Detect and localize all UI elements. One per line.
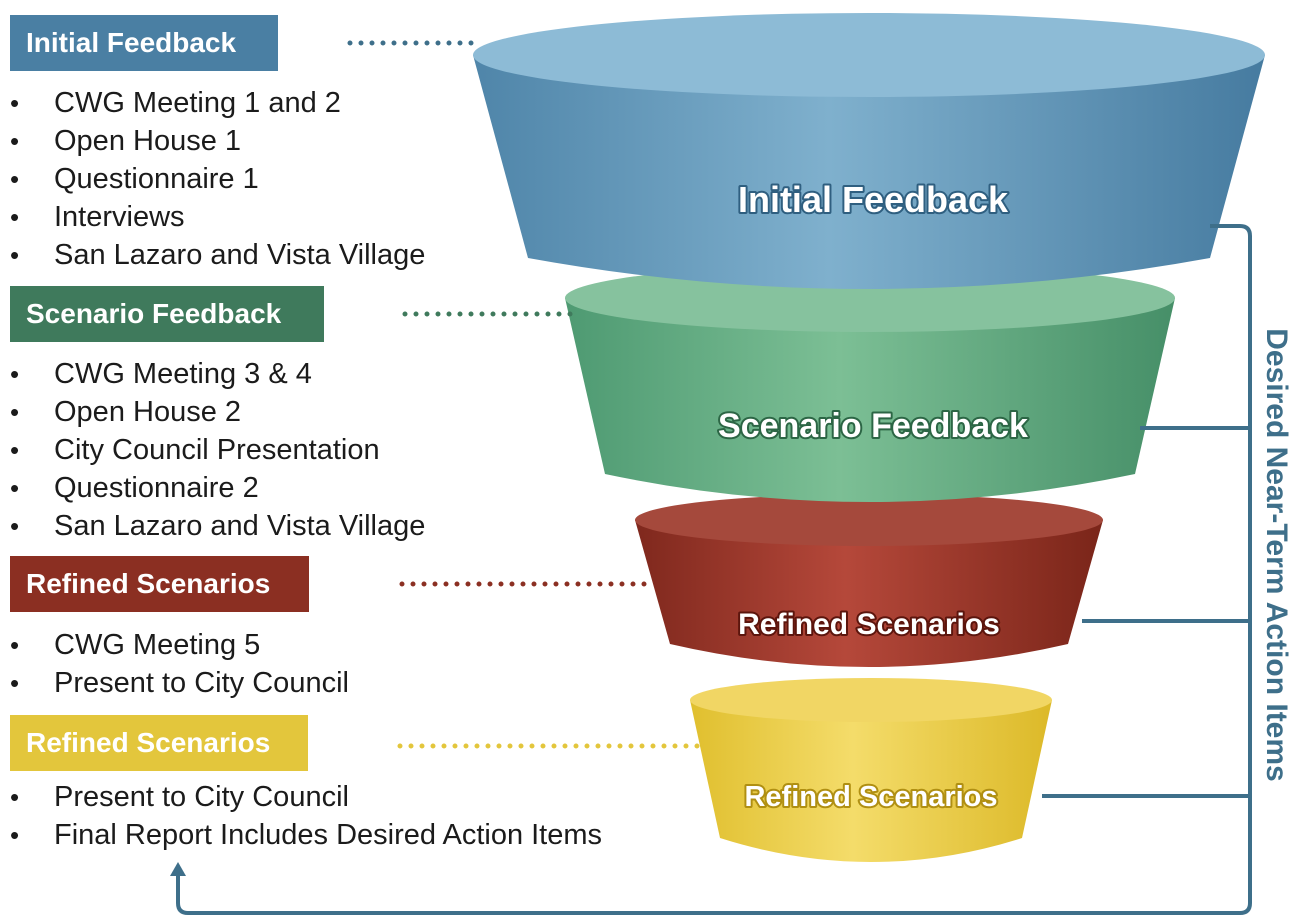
funnel-label-initial-feedback: Initial Feedback	[738, 179, 1009, 220]
list-item: CWG Meeting 3 & 4	[0, 355, 425, 393]
funnel-label-refined-scenarios-final: Refined Scenarios	[744, 781, 997, 813]
list-item: Present to City Council	[0, 664, 349, 702]
stage-label-scenario-feedback: Scenario Feedback	[10, 286, 324, 342]
list-item: CWG Meeting 5	[0, 626, 349, 664]
arrow-up-icon	[170, 862, 186, 876]
list-item: CWG Meeting 1 and 2	[0, 84, 425, 122]
list-item: Final Report Includes Desired Action Ite…	[0, 816, 602, 854]
funnel-segment-initial-feedback: Initial Feedback	[473, 13, 1265, 289]
list-item: San Lazaro and Vista Village	[0, 236, 425, 274]
refined-scenarios-list: CWG Meeting 5 Present to City Council	[0, 626, 349, 702]
bracket-label: Desired Near-Term Action Items	[1260, 328, 1293, 781]
funnel-segment-scenario-feedback: Scenario Feedback	[565, 264, 1175, 502]
refined-scenarios-final-list: Present to City Council Final Report Inc…	[0, 778, 602, 854]
list-item: Interviews	[0, 198, 425, 236]
funnel-label-scenario-feedback: Scenario Feedback	[718, 407, 1028, 445]
scenario-feedback-list: CWG Meeting 3 & 4 Open House 2 City Coun…	[0, 355, 425, 545]
list-item: Questionnaire 1	[0, 160, 425, 198]
stage-label-refined-scenarios: Refined Scenarios	[10, 556, 309, 612]
stage-label-refined-scenarios-final: Refined Scenarios	[10, 715, 308, 771]
list-item: City Council Presentation	[0, 431, 425, 469]
bracket	[176, 224, 1252, 915]
stage-label-initial-feedback: Initial Feedback	[10, 15, 278, 71]
funnel-label-refined-scenarios: Refined Scenarios	[738, 608, 1000, 641]
list-item: Open House 2	[0, 393, 425, 431]
list-item: Present to City Council	[0, 778, 602, 816]
list-item: Open House 1	[0, 122, 425, 160]
list-item: San Lazaro and Vista Village	[0, 507, 425, 545]
funnel-segment-refined-scenarios: Refined Scenarios	[635, 494, 1103, 667]
initial-feedback-list: CWG Meeting 1 and 2 Open House 1 Questio…	[0, 84, 425, 274]
list-item: Questionnaire 2	[0, 469, 425, 507]
funnel-segment-refined-scenarios-final: Refined Scenarios	[690, 678, 1052, 862]
